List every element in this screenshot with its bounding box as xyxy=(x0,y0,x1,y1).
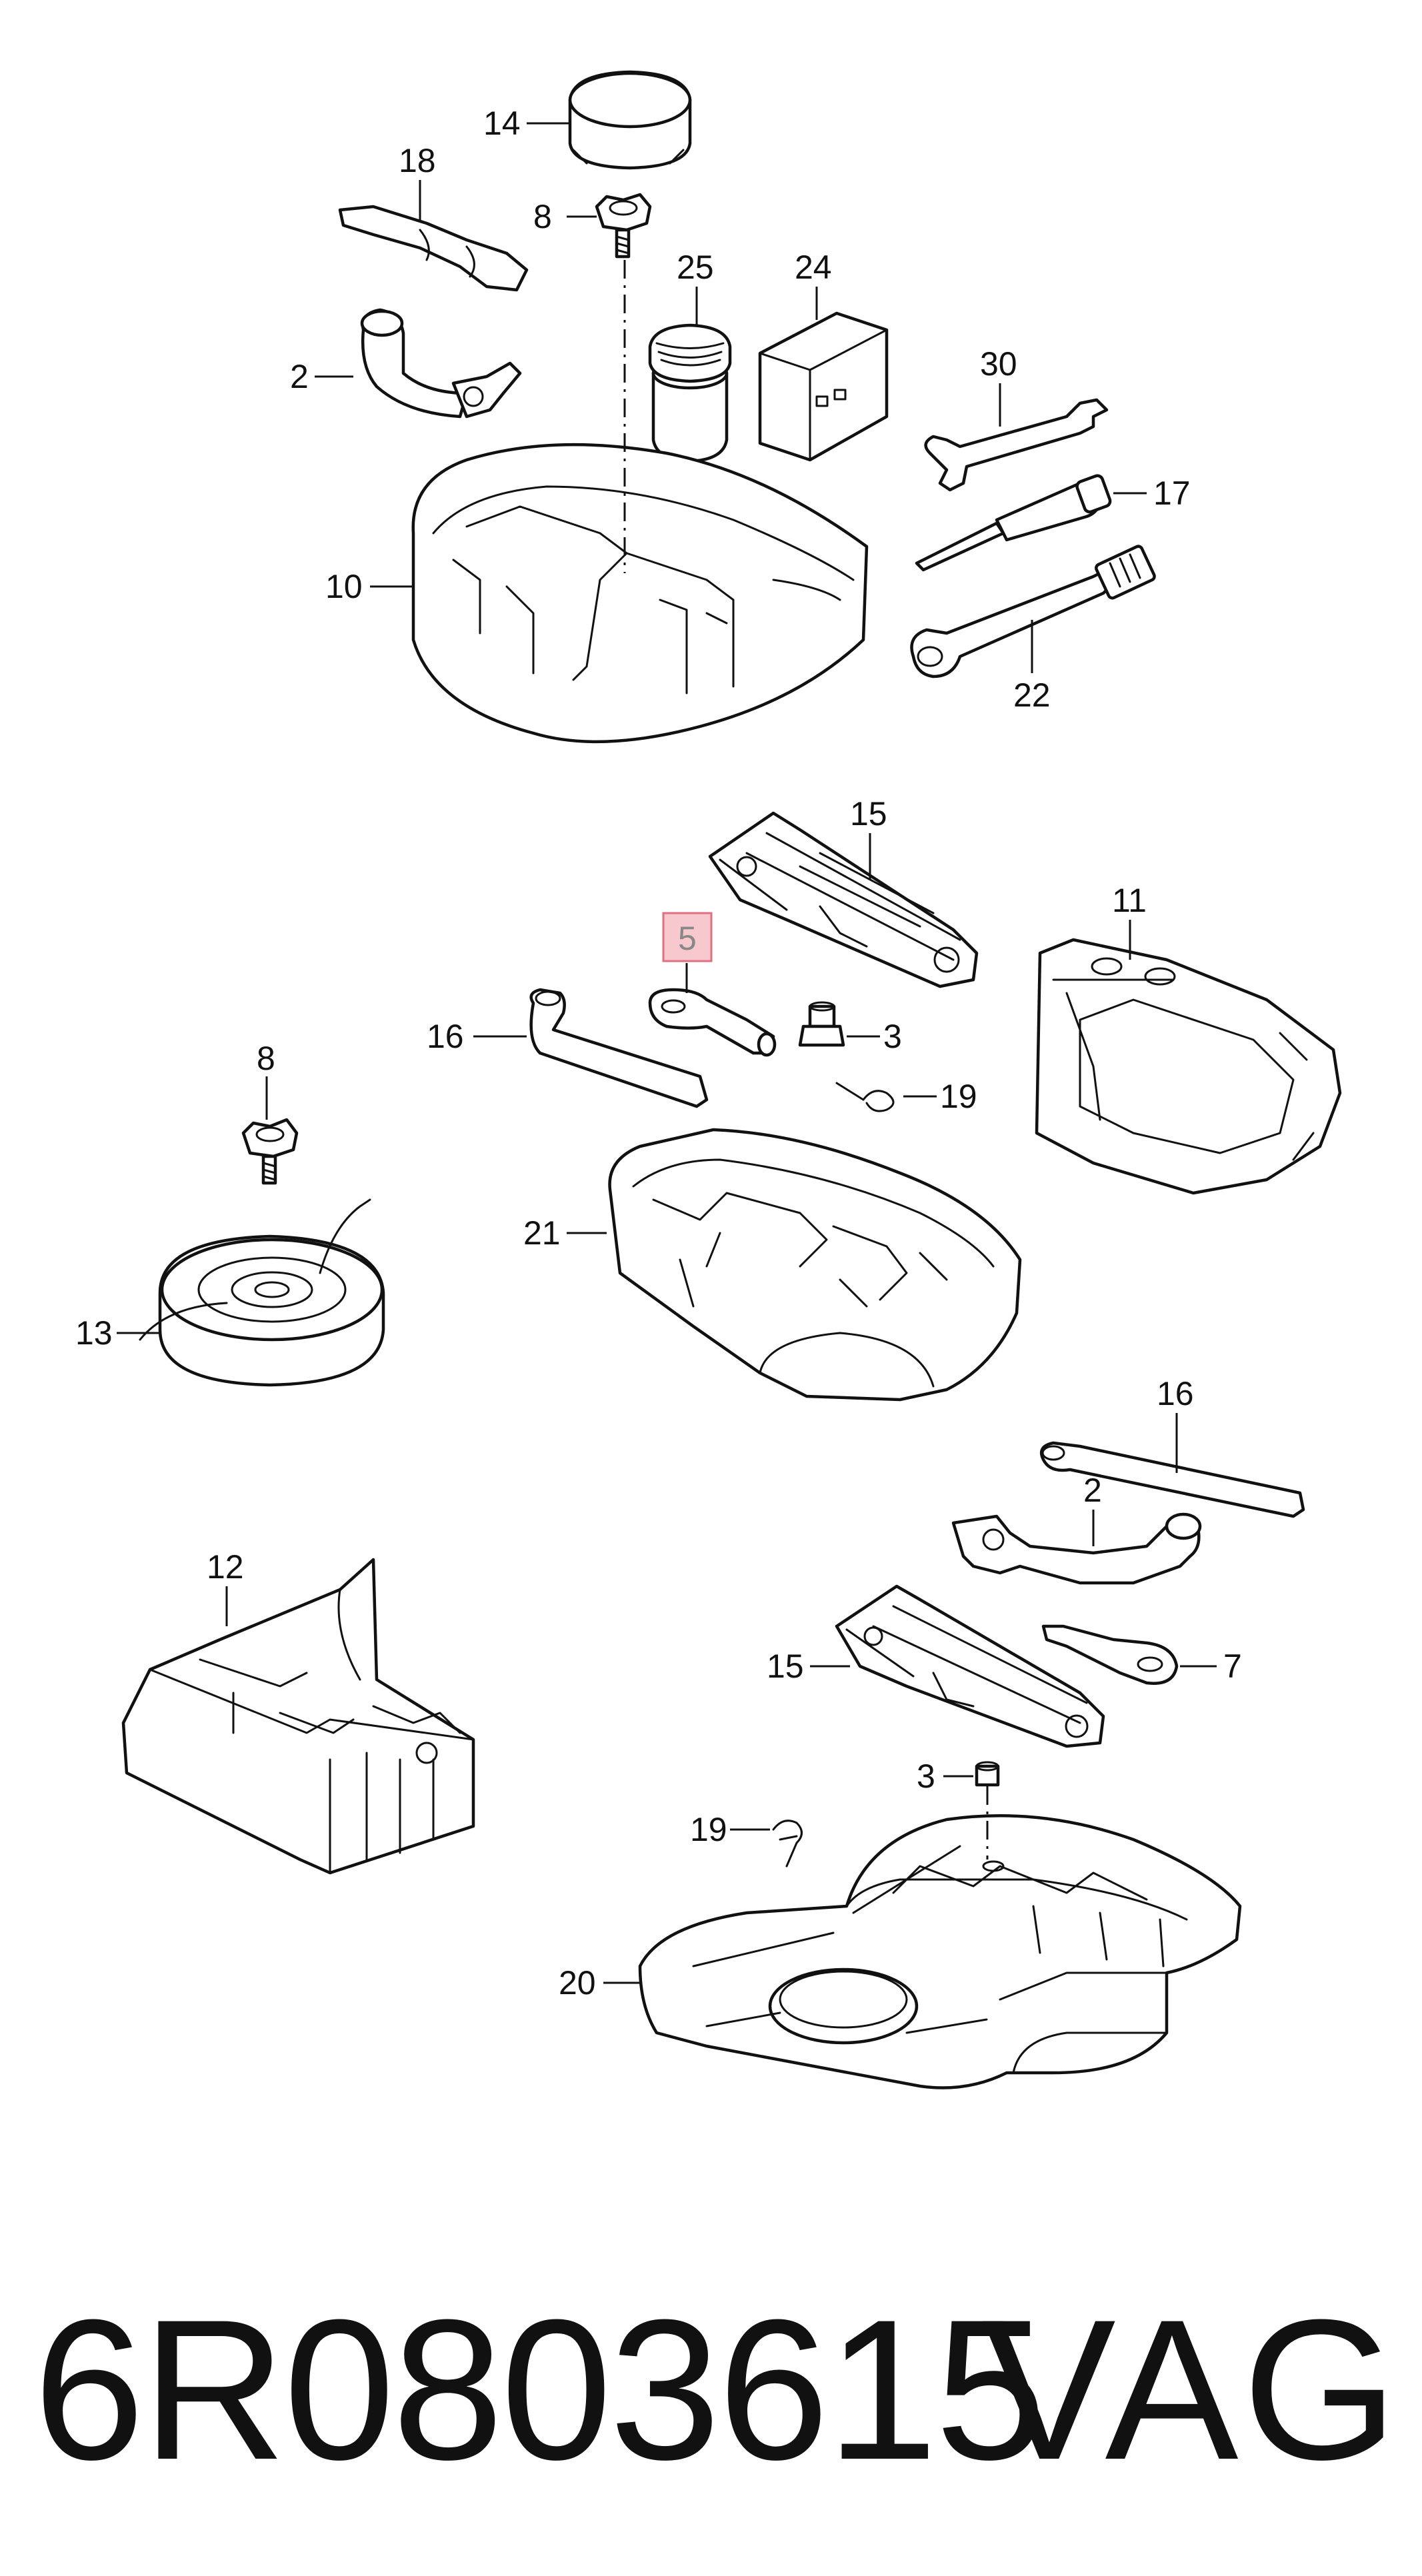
callout-17: 17 xyxy=(1153,475,1191,512)
part-11-foam-frame xyxy=(1035,938,1342,1195)
callout-8-top: 8 xyxy=(533,198,552,235)
brand-text: VAG xyxy=(982,2277,1402,2501)
part-3-bolt-lower xyxy=(975,1761,1000,1787)
part-5-towing-eye xyxy=(648,988,777,1057)
part-2-crank-lower xyxy=(951,1512,1202,1585)
callout-3-lower: 3 xyxy=(917,1758,935,1795)
part-8-knob-top xyxy=(595,193,652,259)
callout-5-highlight xyxy=(662,912,713,962)
callout-19-mid: 19 xyxy=(940,1078,977,1115)
part-22-wheel-brace xyxy=(910,545,1156,678)
callout-5: 5 xyxy=(678,920,697,957)
callout-22: 22 xyxy=(1013,676,1051,714)
part-19-clip-mid xyxy=(835,1082,895,1112)
footer: 6R0803615 VAG xyxy=(0,2279,1422,2499)
part-3-bolt-mid xyxy=(798,1001,845,1047)
part-18-strap xyxy=(338,205,529,292)
part-20-floor-cover xyxy=(638,1814,1242,2089)
part-10-upper-tray xyxy=(411,443,869,744)
callout-20: 20 xyxy=(559,1964,596,2001)
part-16-rod-lower xyxy=(1039,1441,1305,1518)
part-15-jack-lower xyxy=(835,1584,1105,1748)
part-30-wrench xyxy=(924,398,1109,492)
part-2-crank-top xyxy=(360,308,522,419)
part-14-cap xyxy=(568,70,692,170)
part-7-towing-eye xyxy=(1041,1624,1179,1685)
callout-2-lower: 2 xyxy=(1083,1472,1102,1509)
part-8-knob-mid xyxy=(241,1118,299,1185)
callout-24: 24 xyxy=(795,249,832,286)
part-12-foam-insert xyxy=(121,1558,475,1875)
callout-16-lower: 16 xyxy=(1157,1375,1194,1412)
part-19-clip-lower xyxy=(772,1820,803,1868)
callout-15-top: 15 xyxy=(850,795,887,832)
part-25-canister xyxy=(648,323,732,463)
callout-7: 7 xyxy=(1223,1648,1242,1685)
part-16-rod-mid xyxy=(529,988,709,1108)
part-24-box xyxy=(758,311,889,462)
exploded-parts-diagram: 14 18 8 25 24 2 xyxy=(75,70,1342,2089)
callout-21: 21 xyxy=(523,1214,561,1252)
part-number-text: 6R0803615 xyxy=(33,2277,1046,2501)
callout-16-mid: 16 xyxy=(427,1018,464,1055)
callout-10: 10 xyxy=(325,568,363,605)
callout-19-lower: 19 xyxy=(690,1811,727,1848)
callout-8-mid: 8 xyxy=(257,1040,275,1077)
part-21-tray xyxy=(608,1128,1022,1402)
callout-13: 13 xyxy=(75,1314,113,1352)
part-13-spare-wheel xyxy=(139,1198,385,1387)
callout-12: 12 xyxy=(207,1548,244,1586)
callout-25: 25 xyxy=(677,249,714,286)
callout-30: 30 xyxy=(980,345,1017,383)
part-15-jack-top xyxy=(708,811,979,988)
callout-3-mid: 3 xyxy=(883,1018,902,1055)
callout-14: 14 xyxy=(483,105,521,142)
callout-18: 18 xyxy=(399,142,436,179)
part-17-screwdriver xyxy=(915,474,1112,572)
callout-2-top: 2 xyxy=(290,358,309,395)
callout-15-lower: 15 xyxy=(767,1648,804,1685)
callout-11: 11 xyxy=(1112,882,1147,919)
